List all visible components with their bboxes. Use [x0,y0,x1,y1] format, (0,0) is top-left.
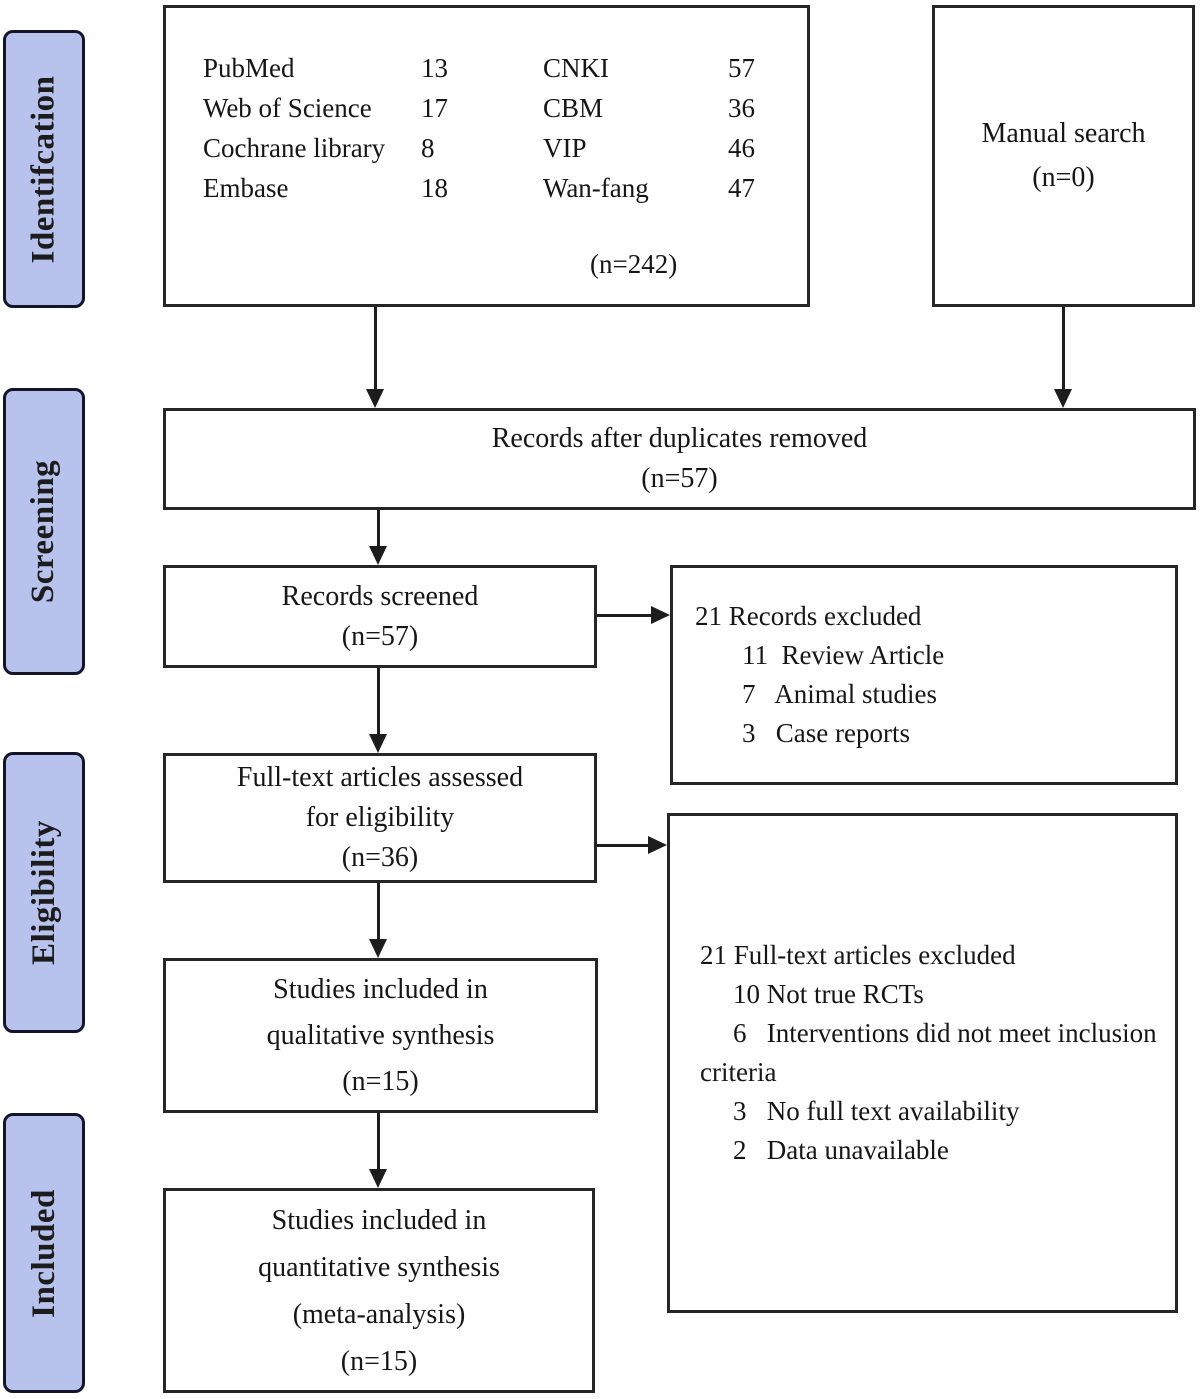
source-name: CNKI [543,53,609,83]
box-line: (n=36) [341,842,419,873]
box-records-excluded: 21 Records excluded 11 Review Article 7 … [670,565,1178,785]
source-count: 57 [728,53,755,83]
box-line: Full-text articles assessed [236,762,524,793]
stage-label-identification: Identifcation [3,30,85,308]
source-count: 47 [728,173,755,203]
arrow-qualitative-to-quantitative-head [369,1169,387,1188]
box-line: (n=57) [341,620,419,652]
source-name: Wan-fang [543,173,649,203]
arrow-screened-to-fulltext-line [377,668,380,736]
box-line: (n=57) [641,463,718,494]
arrow-screened-to-excluded-head [651,606,670,624]
box-records-screened: Records screened (n=57) [163,565,597,668]
stage-label-identification-text: Identifcation [25,75,62,263]
arrow-duplicates-to-screened-head [369,546,387,565]
excluded-title: 21 Records excluded [695,601,922,631]
excluded-item: 3 Case reports [742,718,910,748]
stage-label-included-text: Included [25,1188,62,1318]
box-records-after-duplicates: Records after duplicates removed (n=57) [163,408,1196,510]
sources-total-count: (n=242) [590,249,678,279]
arrow-manual-to-duplicates-head [1054,389,1072,408]
box-line: Records after duplicates removed [491,423,868,454]
box-line: Studies included in [271,1204,487,1236]
source-name: CBM [543,93,604,123]
box-fulltext-excluded: 21 Full-text articles excluded 10 Not tr… [667,813,1178,1313]
source-name: Cochrane library [203,133,386,163]
box-line: Manual search [981,118,1146,149]
excluded-item: 3 No full text availability [733,1096,1020,1126]
source-list: PubMed 13 CNKI 57 Web of Science 17 CBM … [166,8,807,208]
source-count: 18 [421,173,448,203]
source-count: 13 [421,53,448,83]
arrow-fulltext-to-qualitative-head [369,939,387,958]
box-fulltext-assessed: Full-text articles assessed for eligibil… [163,753,597,883]
arrow-screened-to-fulltext-head [369,734,387,753]
stage-label-eligibility: Eligibility [3,752,85,1033]
arrow-manual-to-duplicates-line [1062,307,1065,391]
excluded-item: 6 Interventions did not meet inclusion c… [700,1018,1164,1087]
source-count: 17 [421,93,448,123]
stage-label-included: Included [3,1113,85,1393]
arrow-fulltext-to-excluded-head [648,836,667,854]
stage-label-screening: Screening [3,388,85,675]
box-line: (n=15) [340,1345,418,1377]
excluded-item: 2 Data unavailable [733,1135,949,1165]
box-qualitative-synthesis: Studies included in qualitative synthesi… [163,958,598,1113]
box-line: Studies included in [273,973,488,1005]
box-line: (n=15) [342,1065,419,1097]
box-line: Records screened [281,580,479,612]
arrow-sources-to-duplicates-line [374,307,377,391]
arrow-duplicates-to-screened-line [377,510,380,548]
excluded-item: 10 Not true RCTs [733,979,924,1009]
source-name: VIP [543,133,587,163]
box-quantitative-synthesis: Studies included in quantitative synthes… [163,1188,595,1393]
box-manual-search: Manual search (n=0) [932,5,1195,307]
arrow-sources-to-duplicates-head [366,389,384,408]
box-line: (n=0) [1032,162,1095,193]
excluded-title: 21 Full-text articles excluded [700,940,1016,970]
box-line: (meta-analysis) [292,1298,466,1330]
box-line: qualitative synthesis [266,1019,495,1051]
arrow-qualitative-to-quantitative-line [377,1113,380,1171]
arrow-screened-to-excluded-line [597,614,653,617]
stage-label-eligibility-text: Eligibility [25,820,62,965]
excluded-item: 11 Review Article [742,640,945,670]
source-count: 46 [728,133,755,163]
arrow-fulltext-to-excluded-line [597,844,650,847]
source-name: Embase [203,173,289,203]
arrow-fulltext-to-qualitative-line [377,883,380,941]
source-count: 8 [421,133,435,163]
stage-label-screening-text: Screening [25,459,62,604]
source-name: PubMed [203,53,295,83]
box-database-sources: PubMed 13 CNKI 57 Web of Science 17 CBM … [163,5,810,307]
box-line: quantitative synthesis [258,1251,500,1283]
excluded-item: 7 Animal studies [742,679,937,709]
source-name: Web of Science [203,93,372,123]
source-count: 36 [728,93,755,123]
box-line: for eligibility [305,802,455,833]
